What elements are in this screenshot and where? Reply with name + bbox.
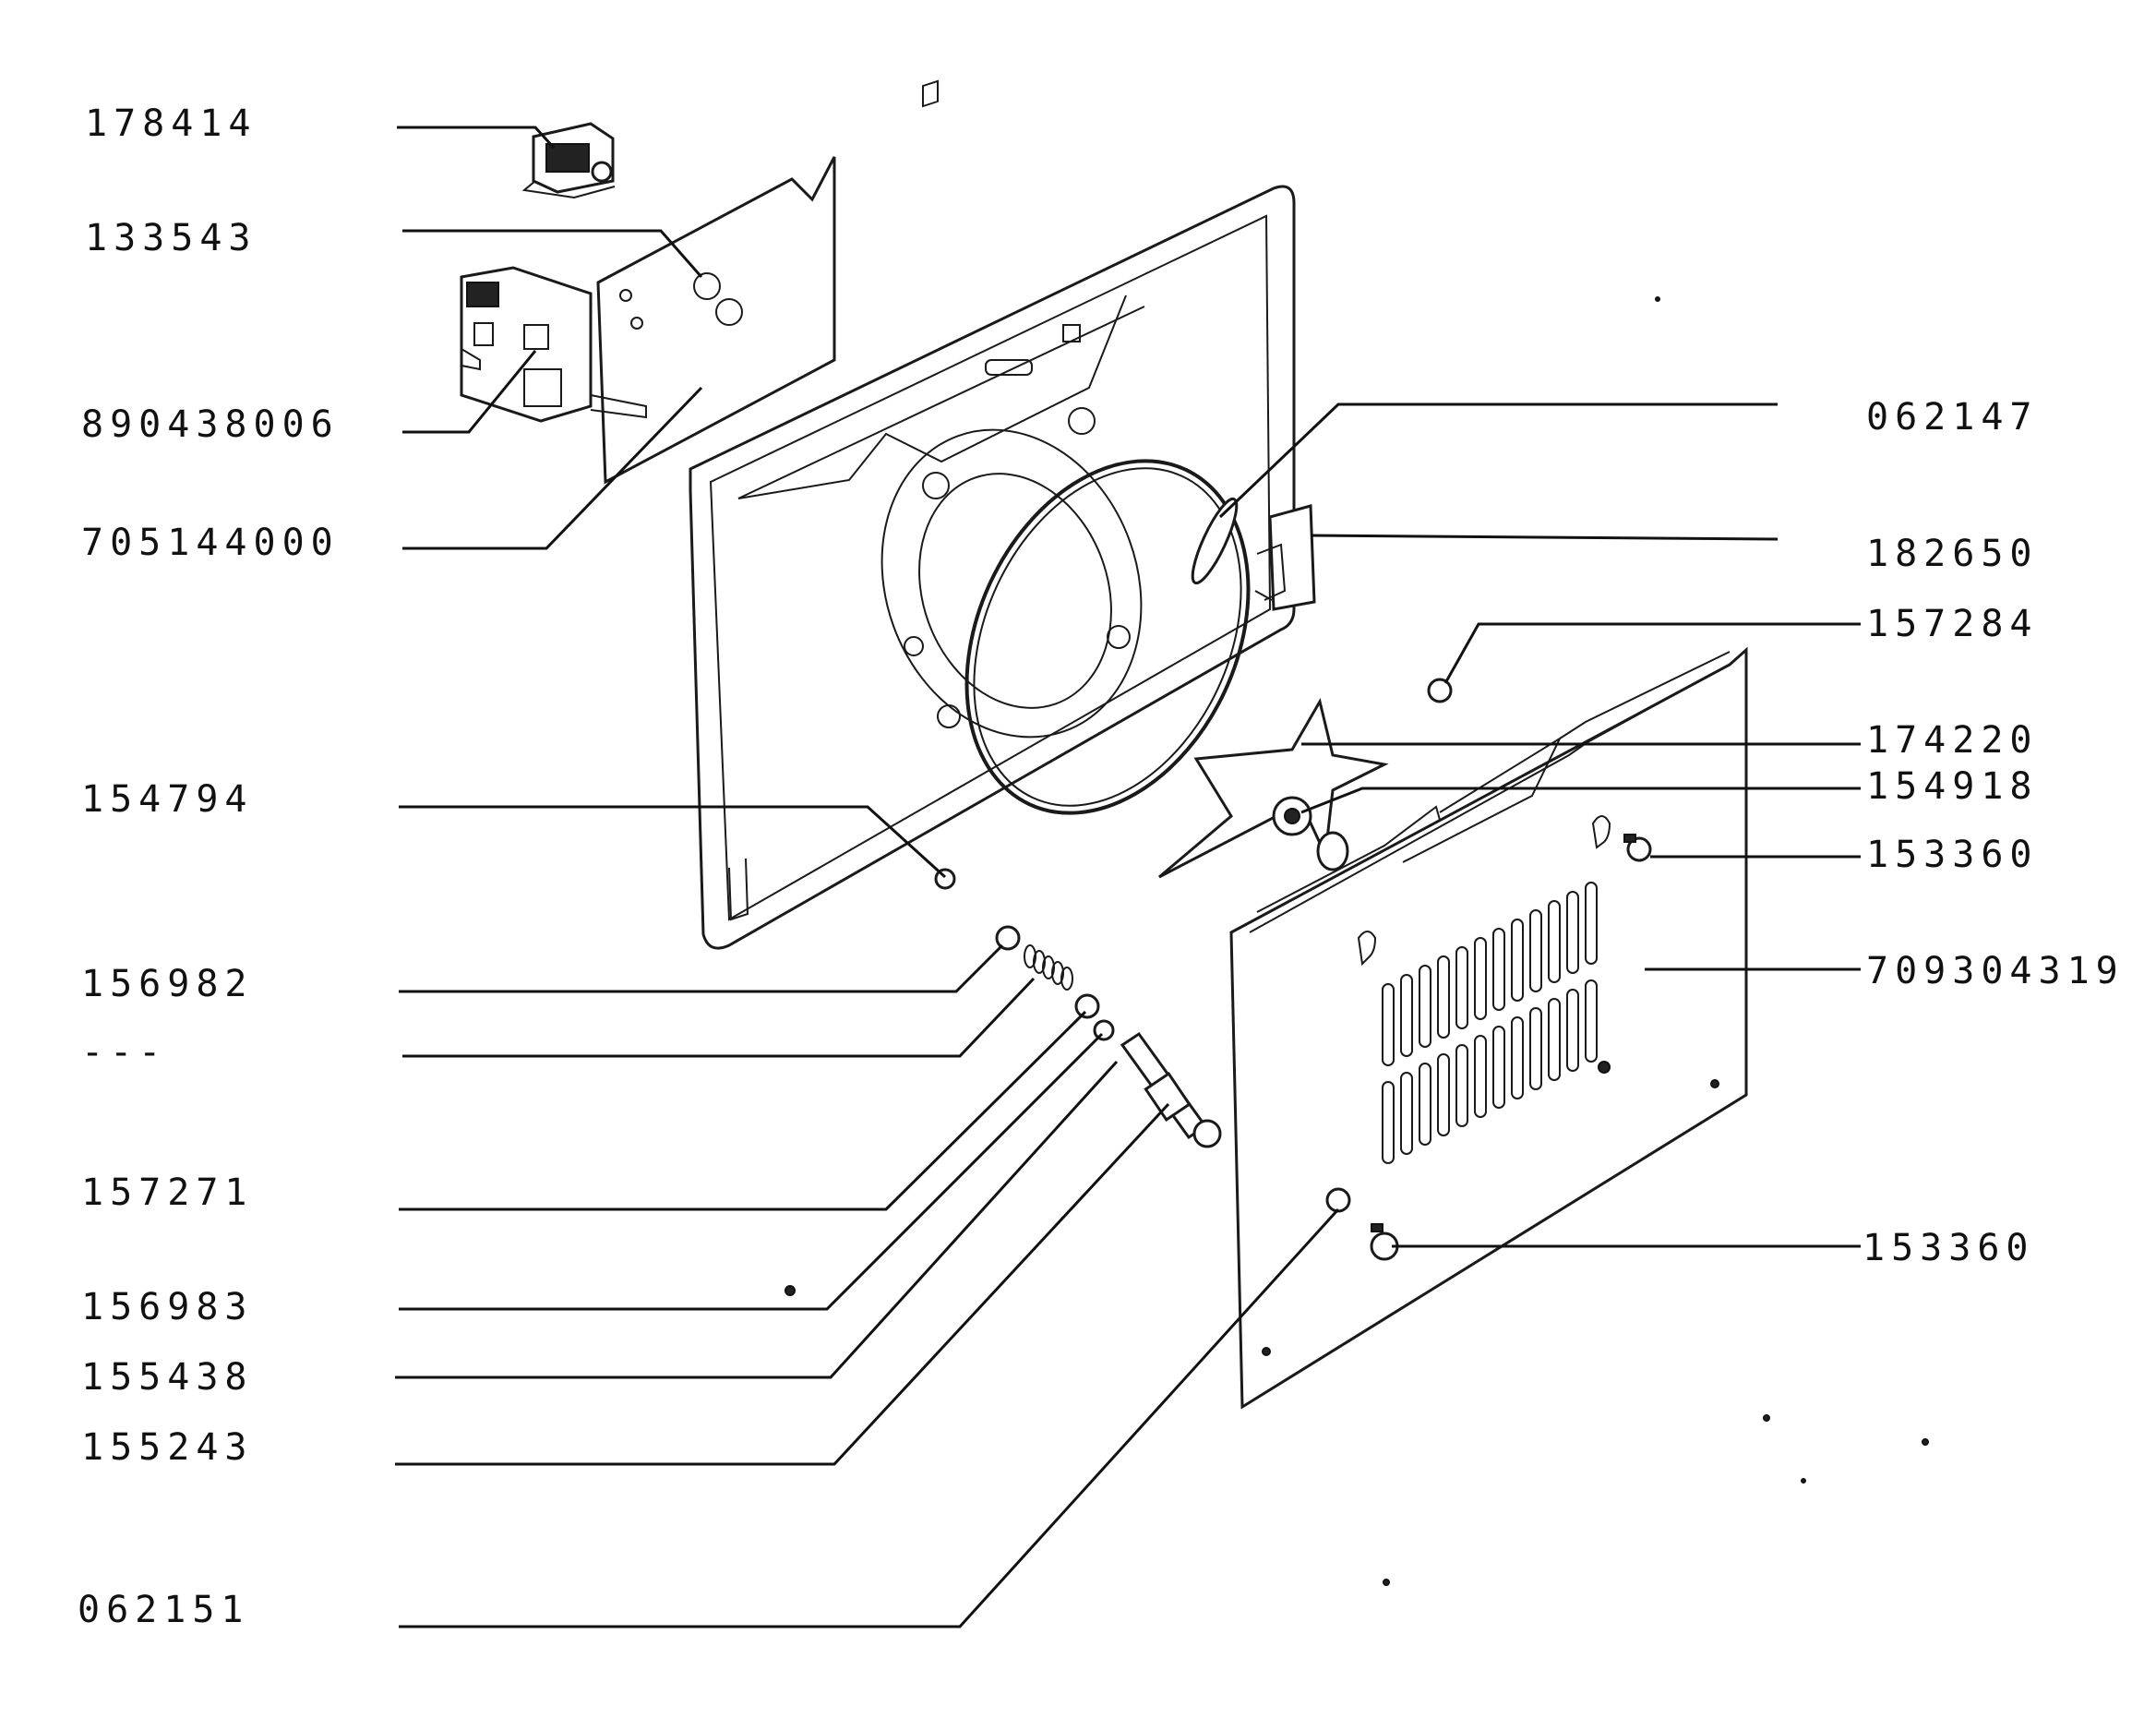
part-label-155438: 155438: [81, 1356, 254, 1399]
fan-blade-174220: [1158, 697, 1389, 879]
part-label-153360-top: 153360: [1866, 834, 2039, 876]
vent-slot: [1529, 909, 1542, 992]
vent-slot: [1455, 1044, 1468, 1127]
vent-slot: [1511, 1016, 1524, 1099]
washer-156983: [1074, 993, 1100, 1019]
vent-slot: [1492, 928, 1505, 1011]
fan-cover-vent-slots: [1382, 882, 1598, 1164]
vent-slot: [1455, 946, 1468, 1029]
part-label-153360-bottom: 153360: [1863, 1227, 2035, 1269]
washer-157284: [1427, 678, 1453, 703]
part-label-182650: 182650: [1866, 533, 2039, 575]
fan-flange: [880, 407, 1143, 739]
vent-slot: [1400, 1072, 1413, 1155]
part-label-890438006: 890438006: [81, 403, 340, 446]
part-label-156982: 156982: [81, 963, 254, 1005]
part-label-178414: 178414: [85, 102, 258, 145]
thermostat-178414: [521, 122, 616, 199]
leader-lines: [395, 126, 1861, 1628]
vent-slot: [1585, 882, 1598, 965]
spring: [1024, 944, 1073, 991]
part-label-157284: 157284: [1866, 603, 2039, 645]
vent-slot: [1419, 965, 1431, 1048]
part-label-154918: 154918: [1866, 765, 2039, 808]
shaft-assembly: [995, 925, 1222, 1148]
part-label-154794: 154794: [81, 778, 254, 821]
ring-heating-element: [964, 459, 1316, 815]
vent-slot: [1566, 891, 1579, 974]
vent-slot: [1492, 1026, 1505, 1109]
vent-slot: [1566, 989, 1579, 1072]
part-label-062151: 062151: [78, 1589, 250, 1631]
part-label-133543: 133543: [85, 217, 258, 259]
vent-slot: [1419, 1063, 1431, 1146]
vent-slot: [1382, 1081, 1395, 1164]
part-label-157271: 157271: [81, 1171, 254, 1214]
washer-062151: [1325, 1187, 1351, 1213]
part-label-155243: 155243: [81, 1426, 254, 1469]
washer-156982: [995, 925, 1021, 951]
vent-slot: [1400, 974, 1413, 1057]
part-label-156983: 156983: [81, 1286, 254, 1328]
vent-slot: [1474, 1035, 1487, 1118]
vent-slot: [1585, 979, 1598, 1063]
part-label-blank: ---: [81, 1031, 168, 1074]
part-label-174220: 174220: [1866, 719, 2039, 762]
part-label-705144000: 705144000: [81, 522, 340, 564]
vent-slot: [1548, 900, 1561, 983]
fan-cover-709304319: [1229, 646, 1748, 1410]
vent-slot: [1548, 998, 1561, 1081]
selector-switch-890438006: [460, 266, 647, 423]
control-mounting-plate: [596, 156, 836, 485]
vent-slot: [1437, 955, 1450, 1039]
vent-slot: [1437, 1053, 1450, 1136]
vent-slot: [1474, 937, 1487, 1020]
scan-specks: [785, 296, 1929, 1586]
rear-frame-panel: [689, 79, 1296, 950]
vent-slot: [1529, 1007, 1542, 1090]
vent-slot: [1511, 919, 1524, 1002]
part-label-709304319: 709304319: [1866, 950, 2125, 992]
part-label-062147: 062147: [1866, 396, 2039, 439]
screw-153360-top: [1623, 834, 1652, 862]
vent-slot: [1382, 983, 1395, 1066]
